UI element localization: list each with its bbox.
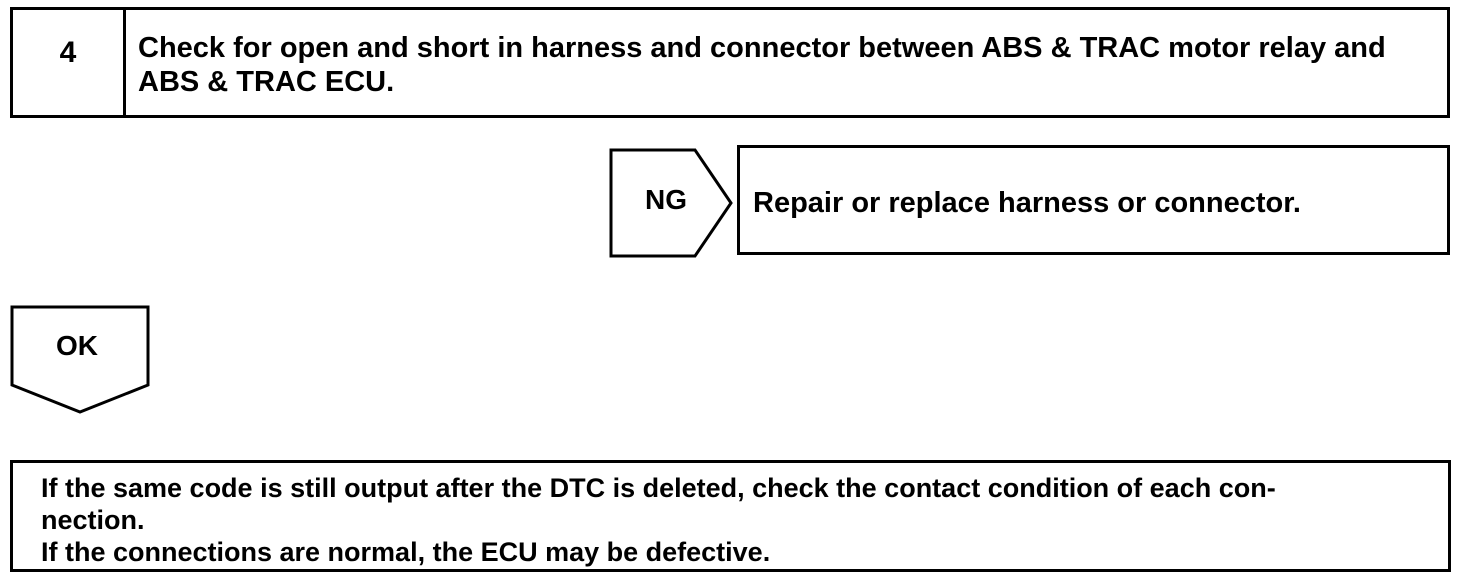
step-number: 4: [59, 36, 77, 69]
ok-arrow-icon: [10, 305, 150, 414]
note-line: If the connections are normal, the ECU m…: [41, 537, 771, 567]
ng-result-text: Repair or replace harness or connector.: [753, 187, 1301, 219]
ng-arrow-icon: [609, 148, 733, 258]
step-box: 4 Check for open and short in harness an…: [10, 7, 1450, 118]
note-text: If the same code is still output after t…: [41, 472, 1441, 568]
ng-result-box: Repair or replace harness or connector.: [737, 145, 1450, 255]
ng-label: NG: [645, 184, 687, 215]
ok-label: OK: [56, 330, 98, 361]
note-box: If the same code is still output after t…: [10, 460, 1451, 572]
note-line: nection.: [41, 505, 145, 535]
note-line: If the same code is still output after t…: [41, 473, 1276, 503]
step-number-cell: 4: [13, 10, 126, 115]
step-instruction: Check for open and short in harness and …: [138, 32, 1386, 98]
